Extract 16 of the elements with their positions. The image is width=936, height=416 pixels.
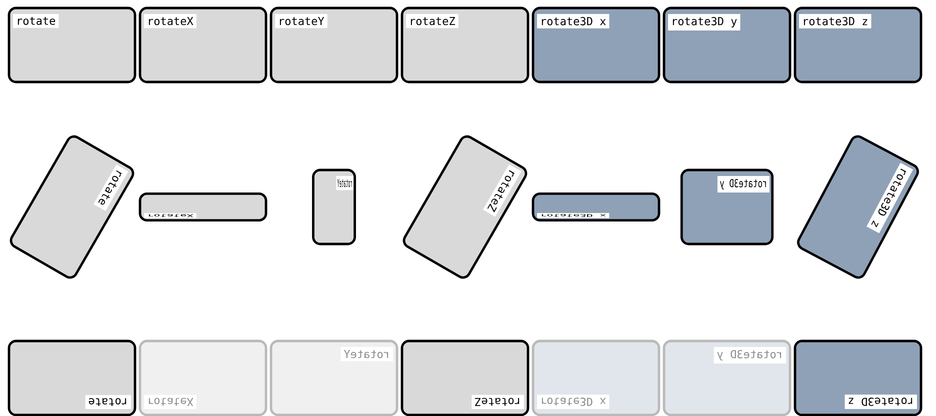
card: rotateY bbox=[270, 6, 398, 84]
card: rotate3D z bbox=[794, 6, 922, 84]
card: rotateX bbox=[138, 6, 268, 84]
card: rotate3D y bbox=[680, 168, 774, 246]
card: rotate bbox=[8, 6, 136, 84]
card: rotate3D x bbox=[532, 6, 660, 84]
card: rotateY bbox=[270, 340, 398, 416]
card: rotateZ bbox=[400, 340, 530, 416]
card: rotateX bbox=[138, 340, 268, 416]
card: rotate3D z bbox=[794, 340, 922, 416]
card: rotateY bbox=[312, 168, 356, 246]
card: rotate3D x bbox=[532, 340, 660, 416]
card: rotate bbox=[8, 340, 136, 416]
card: rotate3D y bbox=[662, 340, 792, 416]
card: rotate3D y bbox=[662, 6, 792, 84]
card: rotateZ bbox=[400, 6, 530, 84]
